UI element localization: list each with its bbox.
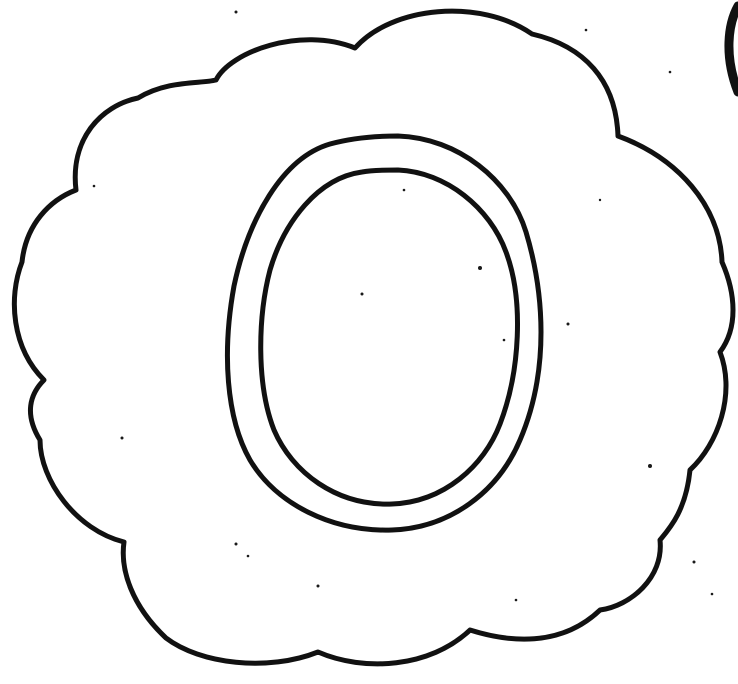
cloud-outline (14, 11, 733, 664)
speck (669, 71, 672, 74)
speck (693, 561, 696, 564)
speck (235, 543, 238, 546)
speck (121, 437, 124, 440)
speck (478, 266, 482, 270)
speck (317, 585, 320, 588)
partial-shape-edge (729, 6, 738, 92)
inner-oval (261, 170, 518, 504)
speck (567, 323, 570, 326)
speck (361, 293, 364, 296)
outer-oval (227, 136, 541, 530)
speck (247, 555, 250, 558)
speck (585, 29, 588, 32)
speck (503, 339, 506, 342)
speck (711, 593, 714, 596)
speck (93, 185, 96, 188)
speck (403, 189, 406, 192)
scan-specks (93, 11, 714, 602)
speck (599, 199, 601, 201)
speck (648, 464, 652, 468)
speck (235, 11, 238, 14)
speck (515, 599, 518, 602)
